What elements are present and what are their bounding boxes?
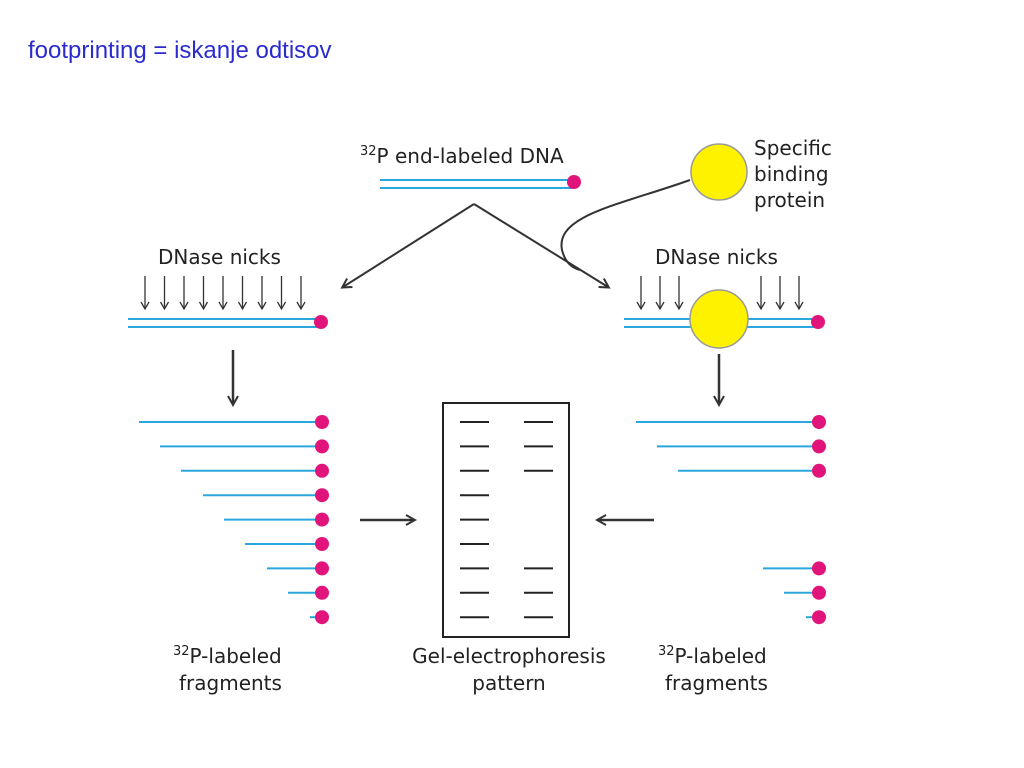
gel-label-line1: Gel-electrophoresis xyxy=(412,644,606,668)
end-labeled-dna-label: 32P end-labeled DNA xyxy=(360,144,564,168)
label-dot xyxy=(315,415,329,429)
fragment xyxy=(636,415,826,429)
protein-binding-curve xyxy=(560,179,691,271)
dnase-nicks-right xyxy=(636,276,804,311)
fragment xyxy=(763,561,826,576)
left-dna-strand xyxy=(128,315,328,329)
split-arrow-right xyxy=(473,203,608,287)
fragment xyxy=(310,610,329,625)
fragment xyxy=(160,439,329,454)
label-dot xyxy=(315,488,329,503)
label-dot xyxy=(315,537,329,551)
fragment xyxy=(267,561,329,576)
fragment xyxy=(288,585,329,600)
label-dot xyxy=(812,415,826,429)
fragments-right-label-line1: 32P-labeled xyxy=(658,644,767,668)
fragment xyxy=(181,463,329,478)
label-dot xyxy=(812,439,826,454)
label-dot xyxy=(812,585,826,600)
dnase-nicks-right-label: DNase nicks xyxy=(655,245,778,269)
bound-protein-circle xyxy=(689,289,749,349)
label-dot xyxy=(812,561,826,576)
label-dot xyxy=(315,561,329,576)
label-dot xyxy=(812,463,826,478)
fragment xyxy=(245,537,329,551)
fragment xyxy=(806,610,826,625)
top-dna-strand xyxy=(380,175,581,189)
fragments-right-label-line2: fragments xyxy=(665,671,768,695)
dnase-nicks-left xyxy=(140,276,306,311)
fragment xyxy=(203,488,329,503)
page-title: footprinting = iskanje odtisov xyxy=(28,37,332,64)
fragments-left xyxy=(139,415,329,625)
protein-label-line3: protein xyxy=(754,188,825,212)
fragments-left-label-line1: 32P-labeled xyxy=(173,644,282,668)
right-dna-strand xyxy=(624,289,825,349)
fragment xyxy=(139,415,329,429)
fragment xyxy=(224,512,329,527)
binding-protein-circle xyxy=(690,143,748,201)
fragment xyxy=(678,463,826,478)
protein-label-line2: binding xyxy=(754,162,829,186)
label-dot xyxy=(567,175,581,189)
dnase-nicks-left-label: DNase nicks xyxy=(158,245,281,269)
gel-label-line2: pattern xyxy=(472,671,546,695)
label-dot xyxy=(811,315,825,329)
label-dot xyxy=(315,610,329,625)
label-dot xyxy=(315,463,329,478)
fragment xyxy=(784,585,826,600)
fragment xyxy=(657,439,826,454)
gel-bands xyxy=(460,421,553,619)
fragments-left-label-line2: fragments xyxy=(179,671,282,695)
label-dot xyxy=(315,585,329,600)
fragments-right xyxy=(636,415,826,625)
label-dot xyxy=(315,512,329,527)
label-dot xyxy=(812,610,826,625)
label-dot xyxy=(315,439,329,454)
protein-label-line1: Specific xyxy=(754,136,832,160)
label-dot xyxy=(314,315,328,329)
split-arrow-left xyxy=(343,203,475,287)
